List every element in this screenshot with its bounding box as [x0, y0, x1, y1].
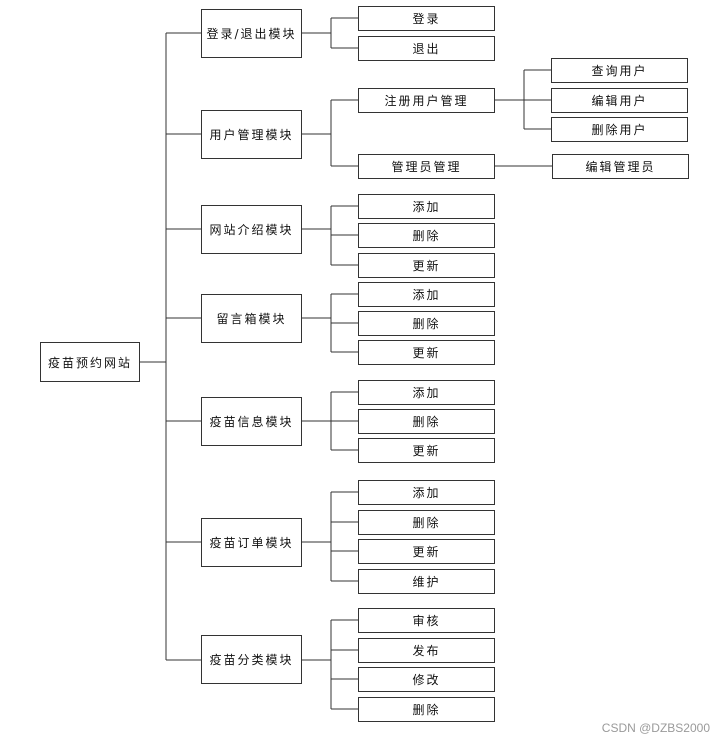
leaf-maintain: 维护 — [358, 569, 495, 594]
watermark: CSDN @DZBS2000 — [601, 721, 710, 735]
leaf-delete: 删除 — [358, 223, 495, 248]
module-login-logout: 登录/退出模块 — [201, 9, 302, 58]
module-site-intro: 网站介绍模块 — [201, 205, 302, 254]
leaf-delete: 删除 — [358, 311, 495, 336]
leaf-delete: 删除 — [358, 697, 495, 722]
leaf-modify: 修改 — [358, 667, 495, 692]
leaf-login: 登录 — [358, 6, 495, 31]
leaf-query-user: 查询用户 — [551, 58, 688, 83]
leaf-add: 添加 — [358, 380, 495, 405]
leaf-update: 更新 — [358, 539, 495, 564]
root-node: 疫苗预约网站 — [40, 342, 140, 382]
leaf-add: 添加 — [358, 480, 495, 505]
leaf-publish: 发布 — [358, 638, 495, 663]
leaf-delete: 删除 — [358, 409, 495, 434]
leaf-add: 添加 — [358, 194, 495, 219]
leaf-update: 更新 — [358, 438, 495, 463]
leaf-edit-admin: 编辑管理员 — [552, 154, 689, 179]
module-vaccine-info: 疫苗信息模块 — [201, 397, 302, 446]
leaf-edit-user: 编辑用户 — [551, 88, 688, 113]
module-vaccine-category: 疫苗分类模块 — [201, 635, 302, 684]
module-user-management: 用户管理模块 — [201, 110, 302, 159]
sub-admin-management: 管理员管理 — [358, 154, 495, 179]
leaf-logout: 退出 — [358, 36, 495, 61]
leaf-update: 更新 — [358, 253, 495, 278]
leaf-review: 审核 — [358, 608, 495, 633]
sub-registered-user-management: 注册用户管理 — [358, 88, 495, 113]
leaf-delete-user: 删除用户 — [551, 117, 688, 142]
module-guestbook: 留言箱模块 — [201, 294, 302, 343]
module-vaccine-order: 疫苗订单模块 — [201, 518, 302, 567]
leaf-delete: 删除 — [358, 510, 495, 535]
leaf-add: 添加 — [358, 282, 495, 307]
leaf-update: 更新 — [358, 340, 495, 365]
